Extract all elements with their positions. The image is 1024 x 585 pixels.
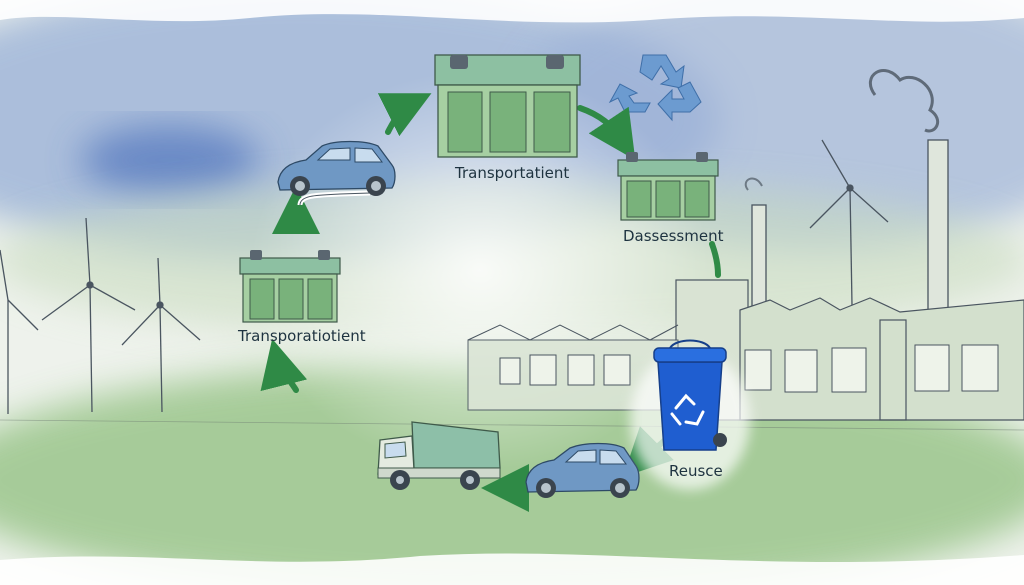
- car-icon: [525, 442, 640, 498]
- recycling-bin-icon: [630, 339, 750, 490]
- truck-icon: [377, 421, 501, 490]
- wind-turbine-icon: [121, 257, 201, 413]
- battery-icon: [239, 250, 341, 323]
- car-icon: [277, 140, 396, 196]
- battery-label-top: Transportatient: [455, 164, 570, 182]
- battery-icon: [617, 152, 719, 221]
- bin-label: Reusce: [669, 462, 723, 480]
- battery-icon: [434, 54, 581, 158]
- path-line: [299, 192, 371, 206]
- wind-turbine-icon: [41, 217, 136, 413]
- wind-turbine-icon: [809, 139, 889, 306]
- recycle-icon: [608, 54, 702, 122]
- battery-label-left: Transporatiotient: [238, 327, 366, 345]
- battery-label-right: Dassessment: [623, 227, 724, 245]
- wind-turbine-icon: [0, 249, 39, 414]
